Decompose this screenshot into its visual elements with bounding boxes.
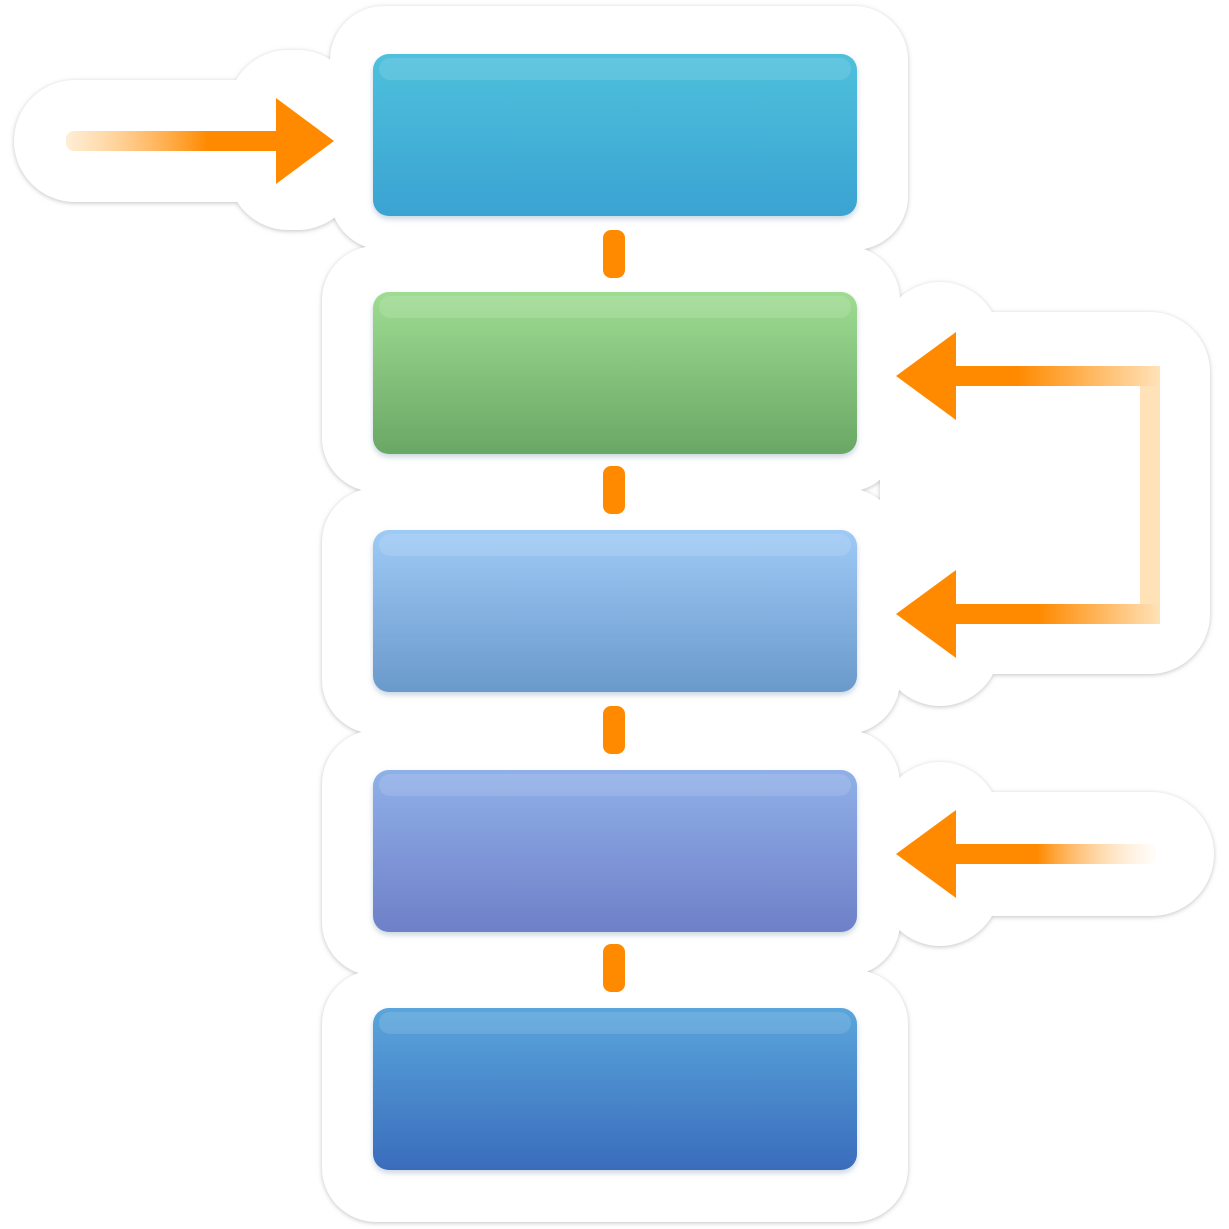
connector-4-5 [603, 944, 625, 992]
input-arrow-right [896, 810, 1156, 898]
input-arrow-left-head [276, 98, 334, 184]
input-arrow-left-shaft [66, 131, 302, 151]
arrows [66, 98, 1160, 898]
block-1-highlight [379, 58, 851, 80]
block-5-highlight [379, 1012, 851, 1034]
input-arrow-right-shaft [940, 844, 1156, 864]
block-4-highlight [379, 774, 851, 796]
connector-3-4 [603, 706, 625, 754]
block-1 [373, 54, 857, 216]
block-3-highlight [379, 534, 851, 556]
block-5-body [373, 1008, 857, 1170]
connector-1-2 [603, 230, 625, 278]
blocks [373, 54, 857, 1170]
feedback-arrow-bottom-head [896, 570, 956, 658]
connector-2-3 [603, 466, 625, 514]
block-1-body [373, 54, 857, 216]
block-5 [373, 1008, 857, 1170]
feedback-arrow-vertical [1140, 366, 1160, 624]
block-4-body [373, 770, 857, 932]
input-arrow-right-head [896, 810, 956, 898]
block-4 [373, 770, 857, 932]
feedback-arrow-bottom-shaft [940, 604, 1160, 624]
block-2-body [373, 292, 857, 454]
feedback-arrow-top-shaft [940, 366, 1160, 386]
block-3-body [373, 530, 857, 692]
block-2-highlight [379, 296, 851, 318]
input-arrow-left [66, 98, 334, 184]
feedback-arrow-top-head [896, 332, 956, 420]
feedback-arrow [896, 332, 1160, 658]
sticker-tab-feedback-knob [880, 282, 1000, 706]
block-3 [373, 530, 857, 692]
connectors [603, 230, 625, 992]
block-2 [373, 292, 857, 454]
